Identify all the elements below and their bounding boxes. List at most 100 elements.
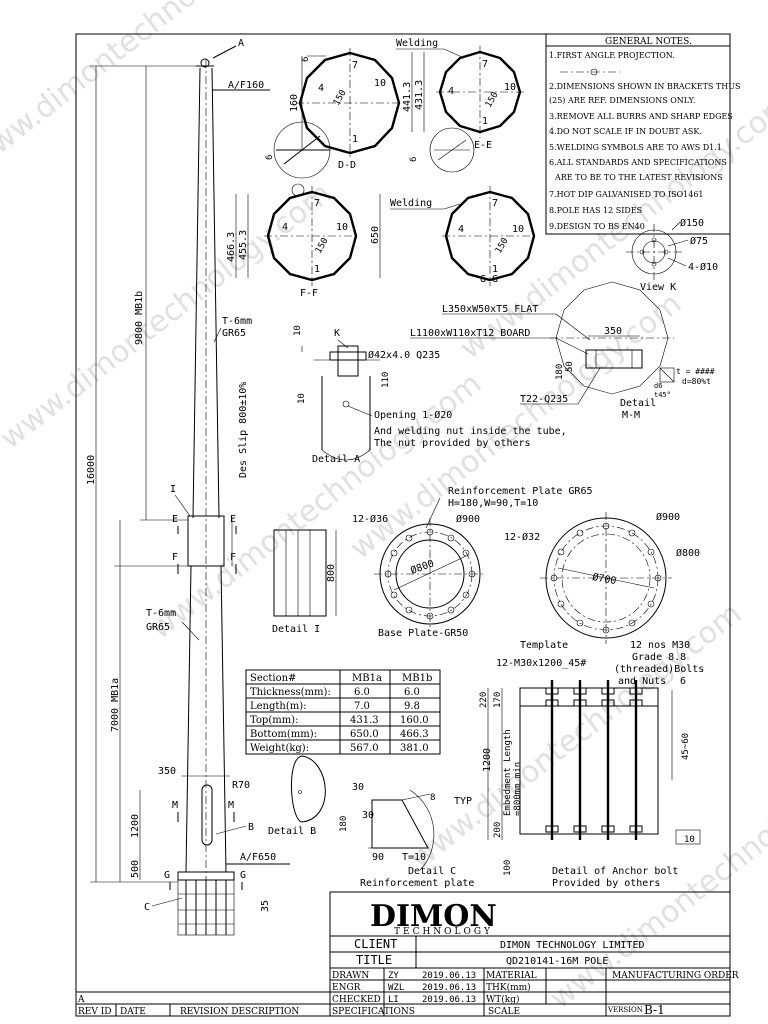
table-cell: 160.0: [400, 715, 429, 726]
door-height-dim: 1200: [130, 814, 141, 838]
tpl-holes: 12-Ø32: [504, 531, 540, 543]
view-k: Ø150 Ø75 4-Ø10 View K: [626, 217, 718, 293]
ff-455-dim: 455.3: [238, 230, 249, 260]
material-label: MATERIAL: [486, 971, 537, 981]
anchor-10: 10: [684, 835, 695, 845]
b-label: Detail B: [268, 826, 316, 837]
base-35-dim: 35: [260, 900, 271, 912]
c-label-2: Reinforcement plate: [360, 878, 474, 889]
a-10-dim-2: 10: [297, 393, 307, 404]
a-label: Detail A: [312, 454, 360, 465]
dd-6-dim: 6: [301, 57, 311, 62]
tpl-d700: Ø700: [591, 571, 617, 587]
rev-desc-label: REVISION DESCRIPTION: [180, 1007, 299, 1017]
bp-label: Base Plate-GR50: [378, 628, 468, 639]
view-k-label: View K: [640, 282, 676, 293]
template-plate: 12-Ø32 Ø900 Ø800 Ø700 Template: [504, 511, 700, 651]
c-30-dim-2: 30: [362, 810, 374, 821]
t-upper: T-6mm: [222, 316, 252, 327]
thk-label: THK(mm): [486, 982, 531, 993]
engr-label: ENGR: [332, 983, 361, 993]
ff-466-dim: 466.3: [226, 232, 237, 262]
checked-label: CHECKED: [332, 995, 381, 1005]
rev-a: A: [77, 995, 85, 1005]
view-k-d75: Ø75: [690, 235, 708, 247]
ff-n1: 1: [314, 264, 320, 275]
mfg-order-label: MANUFACTURING ORDER: [612, 971, 739, 981]
table-cell: 650.0: [350, 729, 379, 740]
ff-n150: 150: [314, 236, 331, 255]
table-header: MB1a: [352, 673, 382, 684]
dd-label: D-D: [338, 160, 356, 171]
marker-a: A: [238, 38, 244, 49]
marker-m-left: M: [172, 800, 178, 811]
c-180-dim: 180: [339, 816, 349, 832]
note-line: 3.REMOVE ALL BURRS AND SHARP EDGES: [549, 112, 733, 121]
ee-6-dim: 6: [409, 157, 419, 162]
version-label: VERSION: [607, 1006, 643, 1014]
view-k-d150: Ø150: [680, 217, 704, 229]
detail-a: K 10 Ø42x4.0 Q235 110 10 Opening 1-Ø20 A…: [293, 325, 567, 465]
c-t10: T=10: [402, 852, 426, 863]
af-top-label: A/F160: [228, 80, 264, 91]
a-nut-line-2: The nut provided by others: [374, 438, 531, 449]
t-lower: T-6mm: [146, 608, 176, 619]
note-line: 6.ALL STANDARDS AND SPECIFICATIONS: [549, 158, 727, 167]
ff-n10: 10: [336, 222, 348, 233]
detail-c: 30 30 180 90 T=10 8 TYP Detail C Reinfor…: [339, 782, 474, 889]
wt-label: WT(kg): [486, 994, 520, 1005]
tpl-label: Template: [520, 640, 568, 651]
marker-i: I: [170, 484, 176, 495]
rp-dims: H=180,W=90,T=10: [448, 498, 538, 509]
i-800-dim: 800: [326, 564, 337, 582]
ff-n7: 7: [314, 198, 320, 209]
slip-label: Des Slip 800±10%: [238, 382, 249, 478]
gg-n10: 10: [512, 224, 524, 235]
gg-welding: Welding: [390, 198, 432, 209]
total-height-dim: 16000: [86, 455, 97, 485]
bp-d900: Ø900: [456, 513, 480, 525]
c-30-dim-1: 30: [352, 782, 364, 793]
m-t22: T22-Q235: [520, 394, 568, 405]
marker-c: C: [144, 902, 150, 913]
marker-b: B: [248, 822, 254, 833]
ee-welding: Welding: [396, 38, 438, 49]
detail-m-m: L350xW50xT5 FLAT L1100xW110xT12 BOARD 35…: [410, 281, 715, 421]
notes-title: GENERAL NOTES.: [605, 37, 692, 47]
i-label: Detail I: [272, 624, 320, 635]
marker-f-left: F: [172, 552, 178, 563]
m-350-dim: 350: [604, 326, 622, 337]
a-k-marker: K: [334, 328, 340, 339]
client-value: DIMON TECHNOLOGY LIMITED: [500, 940, 645, 951]
ee-label: E-E: [474, 140, 492, 151]
anchor-4560: 45~60: [681, 733, 691, 760]
table-cell: 431.3: [350, 715, 379, 726]
ee-n150: 150: [484, 90, 501, 109]
anchor-bolt-detail: 12-M30x1200_45# 12 nos M30 Grade 8.8 (th…: [479, 640, 704, 889]
bp-bolt-holes: [384, 528, 476, 620]
note-line: 4.DO NOT SCALE IF IN DOUBT ASK.: [549, 127, 702, 136]
ee-n1: 1: [482, 116, 488, 127]
a-opening: Opening 1-Ø20: [374, 409, 452, 421]
gr-upper: GR65: [222, 328, 246, 339]
table-cell: 381.0: [400, 743, 429, 754]
anchor-spec: 12-M30x1200_45#: [496, 658, 586, 669]
section-table: Section# MB1a MB1b Thickness(mm): 6.0 6.…: [245, 669, 441, 755]
table-cell: Thickness(mm):: [250, 687, 331, 698]
table-cell: 6.0: [404, 687, 420, 698]
anchor-6: 6: [680, 676, 686, 687]
tpl-bolt-holes: [550, 522, 662, 634]
anchor-grade: Grade 8.8: [632, 652, 686, 663]
gg-n7: 7: [492, 198, 498, 209]
note-line: ARE TO BE TO THE LATEST REVISIONS: [554, 173, 723, 182]
table-cell: 567.0: [350, 743, 379, 754]
drawn-by: ZY: [388, 971, 399, 981]
c-90-dim: 90: [372, 852, 384, 863]
specs-label: SPECIFICATIONS: [332, 1007, 415, 1017]
r70-label: R70: [232, 780, 250, 791]
marker-f-right: F: [230, 552, 236, 563]
tpl-d800: Ø800: [676, 547, 700, 559]
dd-n1: 1: [352, 134, 358, 145]
general-notes: GENERAL NOTES. 1.FIRST ANGLE PROJECTION.…: [545, 33, 740, 235]
ee-n7: 7: [482, 59, 488, 70]
